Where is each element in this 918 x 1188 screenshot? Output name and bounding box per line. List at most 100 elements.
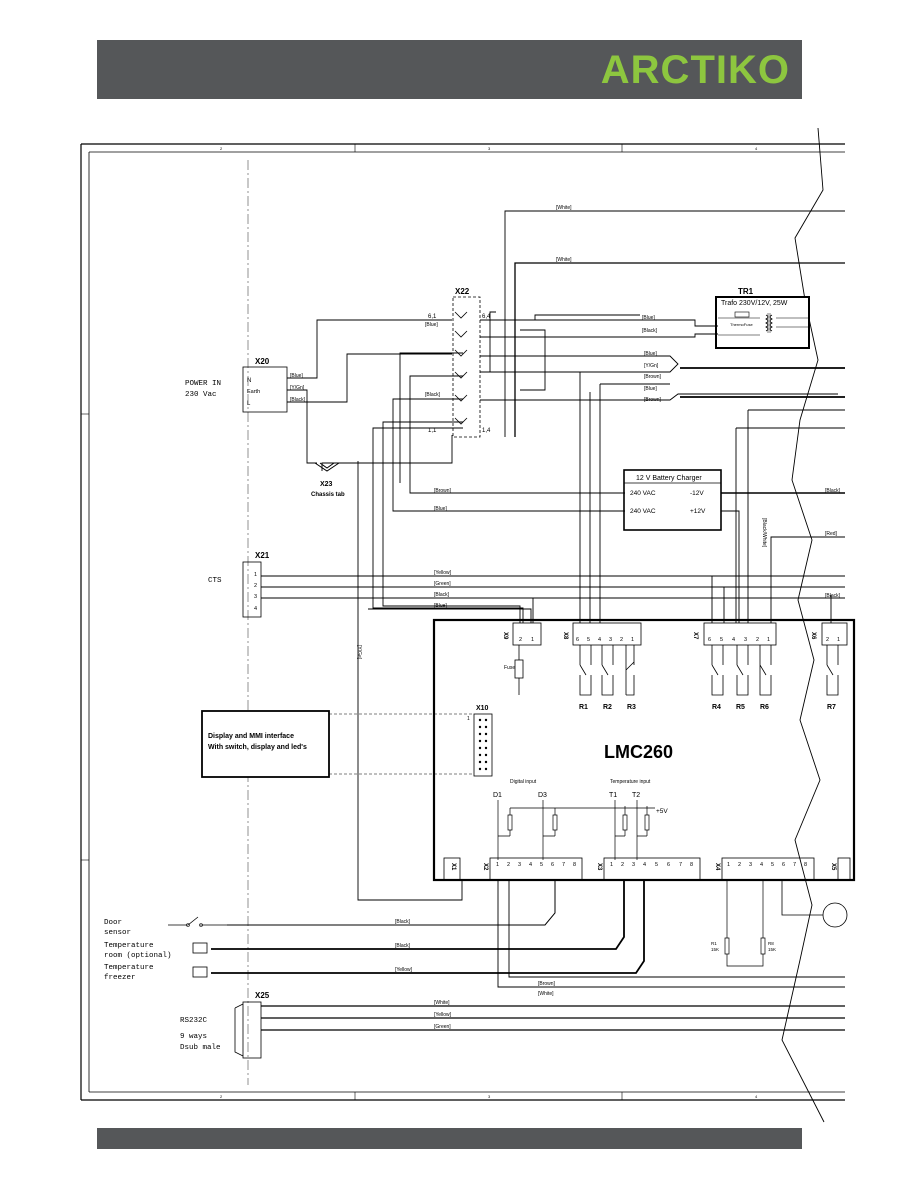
wire-label-yg-r: [Y/Gn] — [644, 363, 659, 369]
x5-connector — [837, 857, 851, 881]
door-label-2: sensor — [104, 929, 131, 937]
x21-pin-1: 1 — [254, 572, 257, 578]
wire-label-blue-r2: [Blue] — [644, 386, 657, 392]
x4-resistors — [724, 880, 766, 967]
x22-contacts — [454, 311, 468, 425]
x3-pin-1: 1 — [610, 862, 613, 868]
wire-label-white-1: [White] — [556, 205, 572, 211]
charger-title: 12 V Battery Charger — [636, 475, 702, 482]
wire-label-white-bottom: [White] — [538, 991, 554, 997]
x10-ref: X10 — [476, 705, 489, 712]
wire-label-black-x20: [Black] — [290, 397, 306, 403]
x2-pin-1: 1 — [496, 862, 499, 868]
x4-pin-7: 7 — [793, 862, 796, 868]
x3-pin-2: 2 — [621, 862, 624, 868]
tr1-ref: TR1 — [738, 287, 754, 296]
door-switch-icon — [168, 916, 227, 926]
x22-tr: 6,4 — [482, 314, 491, 320]
wire-label-brown-charger: [Brown] — [434, 488, 452, 494]
power-in-label: POWER IN — [185, 380, 221, 388]
wire-label-green-rs232: [Green] — [434, 1024, 451, 1030]
x1-connector — [443, 857, 461, 881]
res-r1: R1 — [711, 941, 717, 946]
x4-pin-1: 1 — [727, 862, 730, 868]
x3-connector — [603, 857, 701, 881]
x21-pin-4: 4 — [254, 606, 257, 612]
x9-pin-1: 1 — [531, 637, 534, 643]
power-in-sublabel: 230 Vac — [185, 391, 217, 399]
x2-connector — [489, 857, 583, 881]
cts-label: CTS — [208, 577, 222, 585]
res-r1-value: 15K — [711, 947, 719, 952]
charger-out2: +12V — [690, 508, 706, 515]
input-d3: D3 — [538, 792, 547, 799]
x10-connector — [473, 713, 493, 777]
x21-pin-3: 3 — [254, 594, 257, 600]
grid-label-2: 2 — [220, 146, 223, 151]
wire-label-yellow-rs232: [Yellow] — [434, 1012, 452, 1018]
battery-charger-box — [623, 469, 722, 531]
x3-pin-4: 4 — [643, 862, 646, 868]
wire-label-black-door: [Black] — [395, 919, 411, 925]
display-mmi-box — [201, 710, 330, 778]
header-bar: ARCTIKO — [97, 40, 802, 99]
x8-pin-6: 6 — [576, 637, 579, 643]
x5-ref: X5 — [830, 863, 836, 871]
board-title: LMC260 — [604, 742, 673, 762]
x3-pin-8: 8 — [690, 862, 693, 868]
x6-pin-2: 2 — [826, 637, 829, 643]
x4-pin-5: 5 — [771, 862, 774, 868]
wire-label-blue-charger: [Blue] — [434, 506, 447, 512]
x21-block — [242, 561, 262, 618]
digital-input-label: Digital input — [510, 779, 537, 785]
x2-pin-6: 6 — [551, 862, 554, 868]
temp-room-label-2: room (optional) — [104, 952, 172, 960]
fan-icon — [822, 902, 848, 928]
wire-label-blue-cts: [Blue] — [434, 603, 447, 609]
rs232-sub2: Dsub male — [180, 1044, 221, 1052]
res-r8-value: 15K — [768, 947, 776, 952]
relay-r6: R6 — [760, 704, 769, 711]
x7-pin-2: 2 — [756, 637, 759, 643]
wire-label-white-rs232: [White] — [434, 1000, 450, 1006]
wire-label-black-charger: [Black] — [825, 488, 841, 494]
x2-pin-8: 8 — [573, 862, 576, 868]
x20-pin-earth: Earth — [247, 389, 260, 395]
grid-label-2b: 2 — [220, 1094, 223, 1099]
x7-pin-1: 1 — [767, 637, 770, 643]
wire-label-blue-r: [Blue] — [644, 351, 657, 357]
wire-label-brown-r2: [Brown] — [644, 397, 662, 403]
display-line1: Display and MMI interface — [208, 733, 294, 740]
chassis-tab-icon — [314, 462, 340, 472]
input-t1: T1 — [609, 792, 617, 799]
charger-in1: 240 VAC — [630, 490, 656, 497]
wire-label-white-2: [White] — [556, 257, 572, 263]
x2-pin-7: 7 — [562, 862, 565, 868]
x4-pin-8: 8 — [804, 862, 807, 868]
temp-freezer-label-2: freezer — [104, 974, 136, 982]
x7-pin-3: 3 — [744, 637, 747, 643]
x21-pin-2: 2 — [254, 583, 257, 589]
x3-pin-7: 7 — [679, 862, 682, 868]
tr1-desc: Trafo 230V/12V, 25W — [721, 300, 788, 307]
x4-pin-4: 4 — [760, 862, 763, 868]
relay-r7: R7 — [827, 704, 836, 711]
wire-label-brown-r: [Brown] — [644, 374, 662, 380]
x25-dsub-connector — [242, 1001, 262, 1059]
wire-label-ye: [Y/Ge] — [356, 645, 362, 660]
relay-r3: R3 — [627, 704, 636, 711]
drawing-frame — [80, 143, 845, 1101]
wire-label-brown-bottom: [Brown] — [538, 981, 556, 987]
x7-ref: X7 — [692, 632, 698, 640]
coil-icon — [765, 314, 773, 332]
x8-pin-3: 3 — [609, 637, 612, 643]
x6-pin-1: 1 — [837, 637, 840, 643]
relay-r4: R4 — [712, 704, 721, 711]
input-d1: D1 — [493, 792, 502, 799]
x8-pin-2: 2 — [620, 637, 623, 643]
wire-network — [211, 210, 845, 1031]
x8-connector — [572, 622, 642, 646]
x4-pin-2: 2 — [738, 862, 741, 868]
x3-ref: X3 — [596, 863, 602, 871]
